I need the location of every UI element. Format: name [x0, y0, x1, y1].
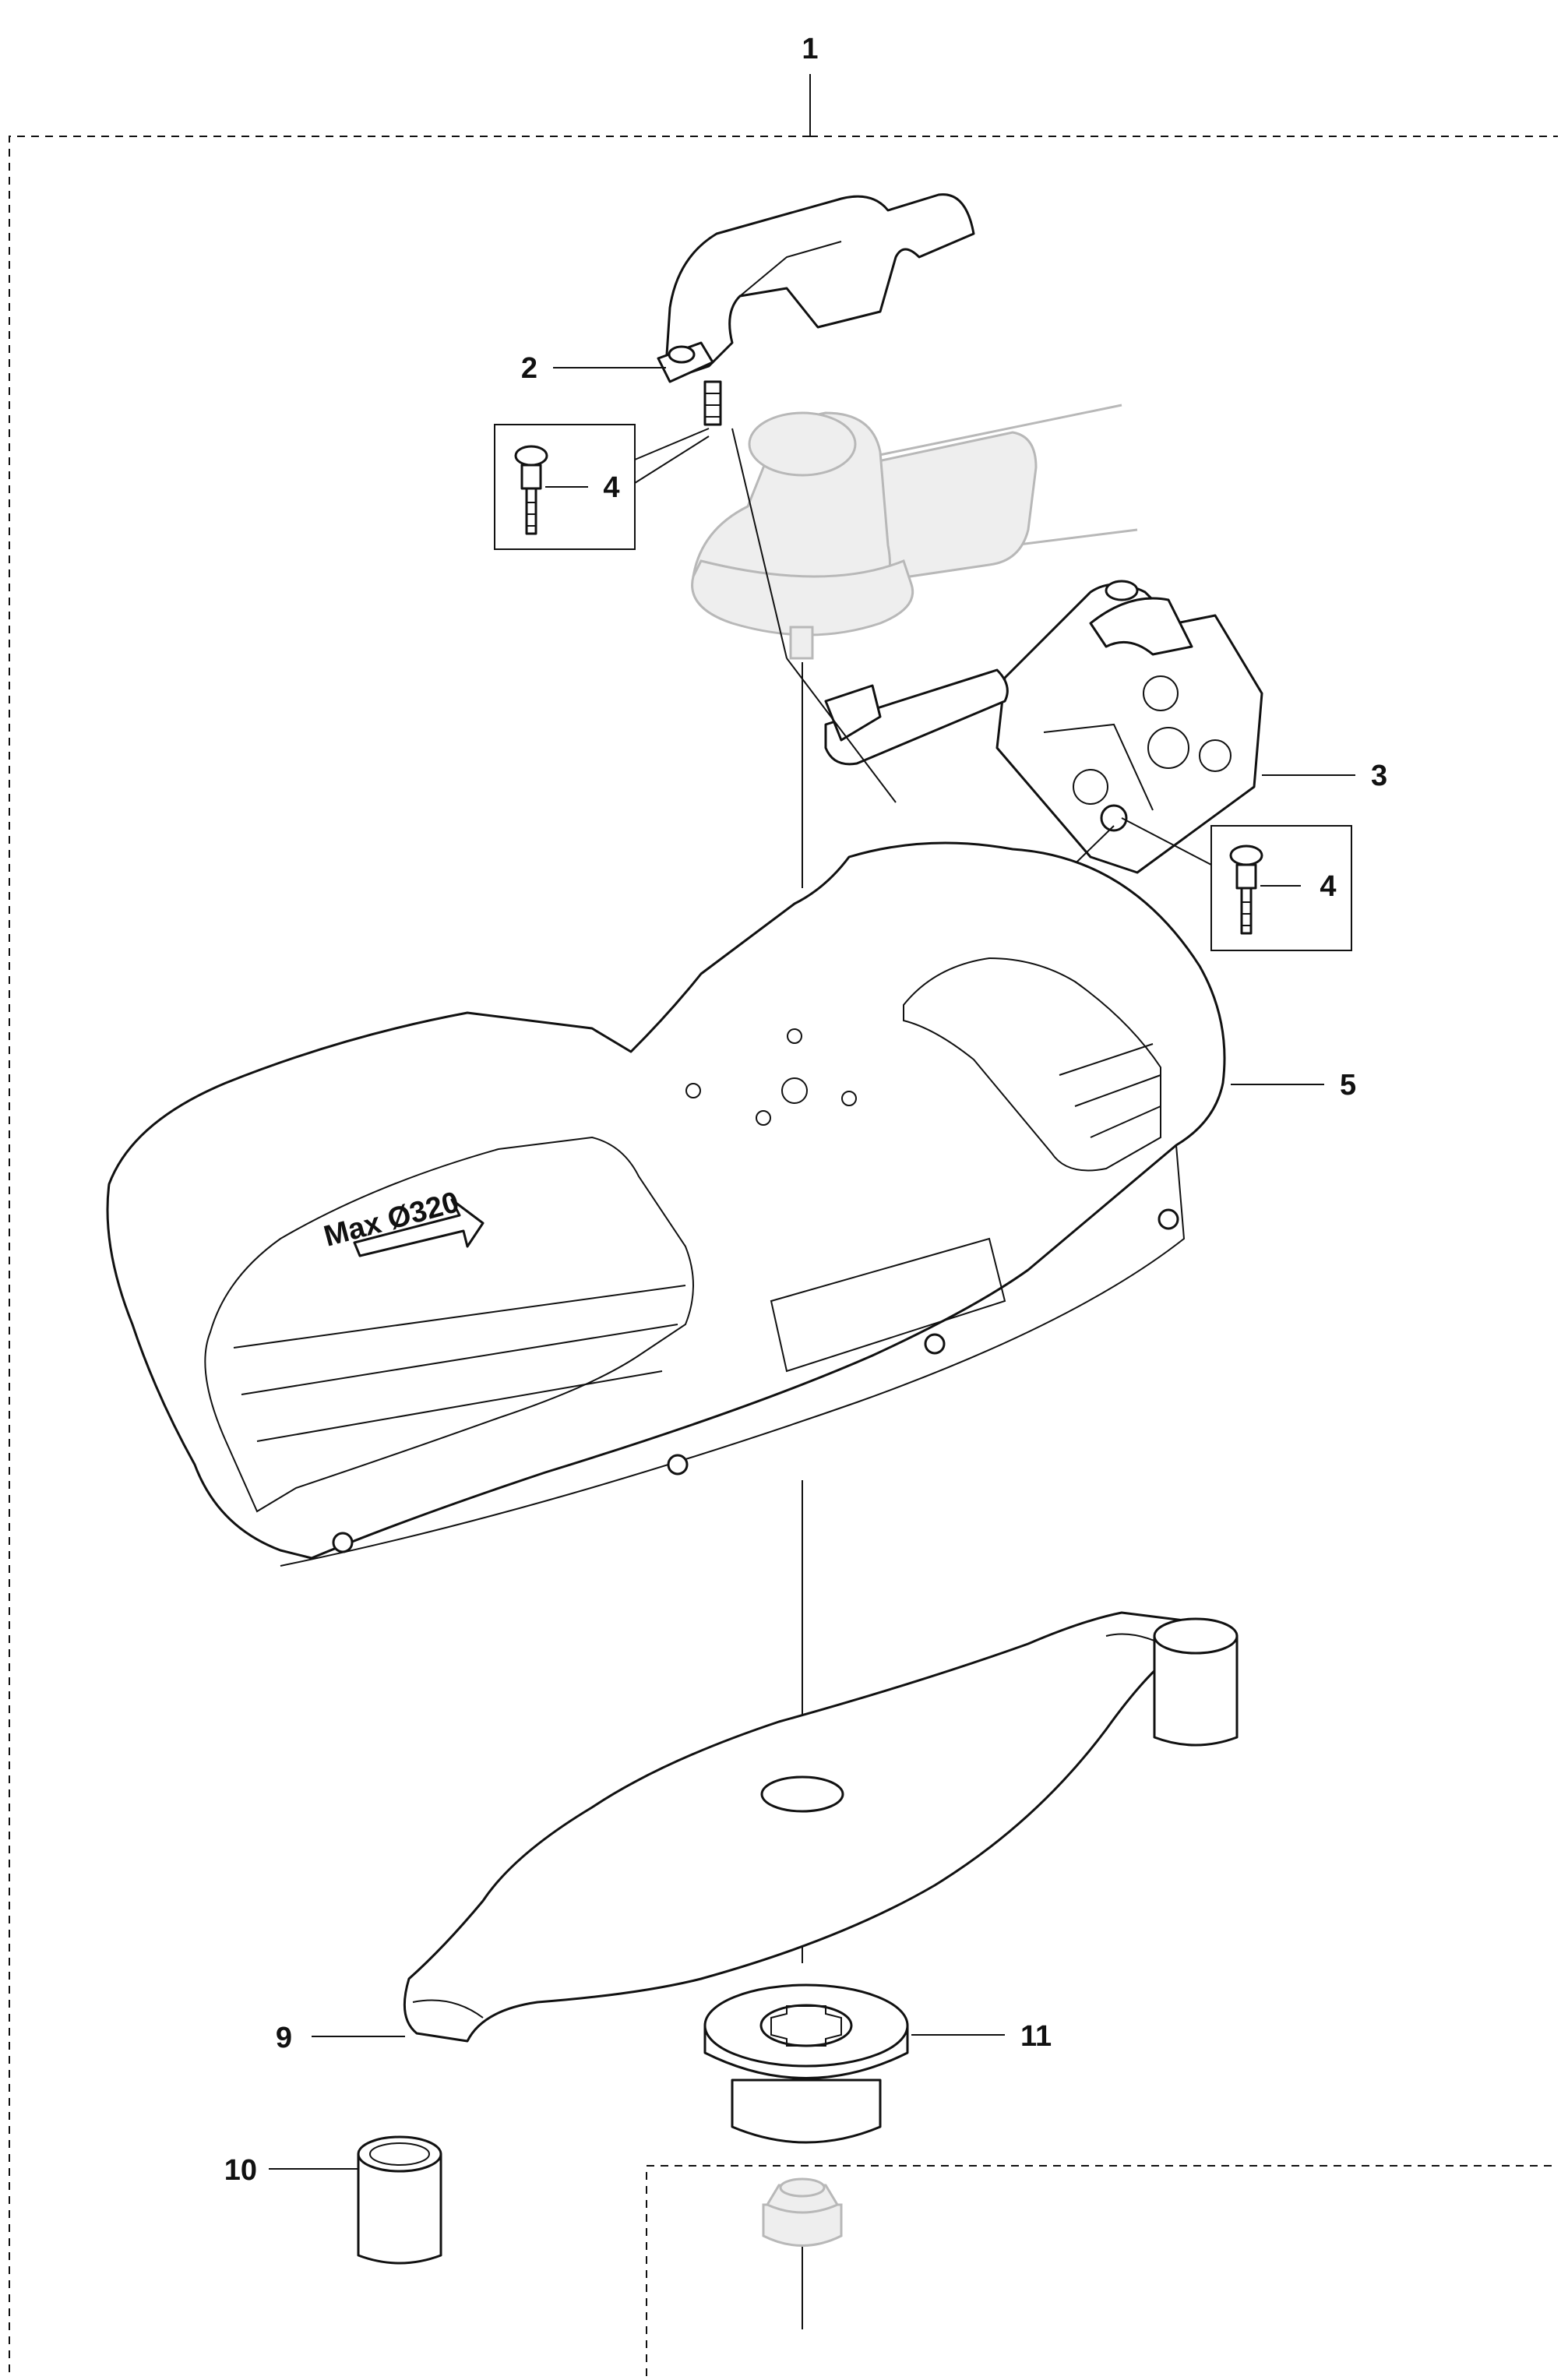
blade-nut	[703, 1983, 909, 2144]
callout-9: 9	[276, 2022, 292, 2054]
lower-clamp-bracket	[824, 580, 1263, 874]
callout-4-upper: 4	[603, 471, 619, 504]
assembly-boundary	[9, 74, 1558, 2376]
callout-4-lower: 4	[1320, 870, 1336, 903]
callout-5: 5	[1340, 1069, 1356, 1102]
gear-head-ghost	[691, 404, 1138, 660]
screw-box-lower	[1121, 817, 1352, 951]
callout-2: 2	[521, 352, 537, 385]
trimmer-guard: Max Ø320	[106, 841, 1226, 1567]
screw-box-upper	[494, 424, 710, 550]
callout-3: 3	[1371, 760, 1387, 792]
trimmer-blade	[403, 1611, 1205, 2043]
callout-1: 1	[802, 33, 818, 65]
callout-11: 11	[1020, 2020, 1052, 2053]
lock-nut-ghost	[762, 2177, 843, 2247]
bushing-right	[1153, 1617, 1239, 1747]
bushing-left	[357, 2135, 442, 2265]
callout-10: 10	[224, 2154, 257, 2187]
upper-clamp-bracket	[657, 193, 975, 426]
